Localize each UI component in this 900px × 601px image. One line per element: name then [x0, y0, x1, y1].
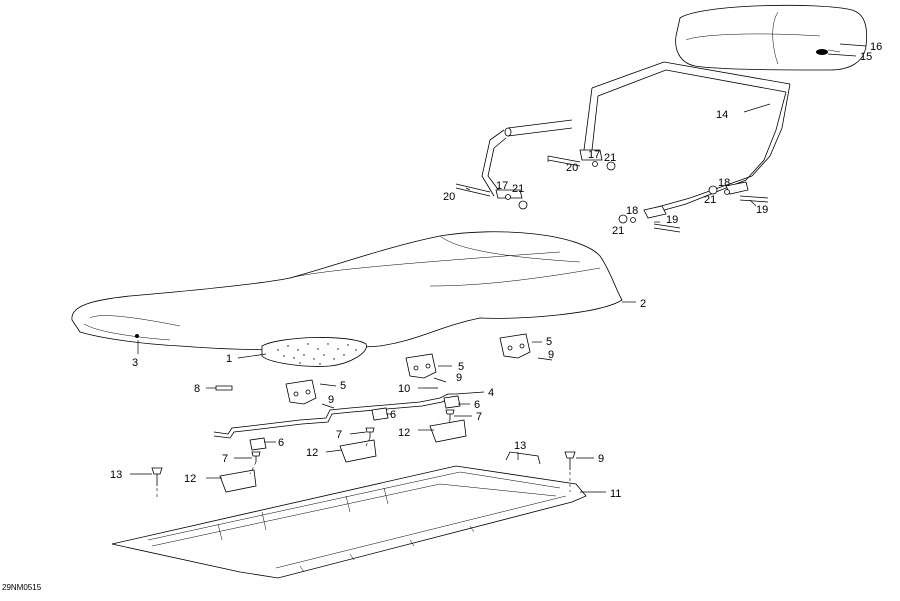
leader-lines: [130, 43, 867, 493]
callout-5c: 5: [340, 380, 346, 392]
callout-13b: 13: [110, 469, 122, 481]
callout-5b: 5: [458, 361, 464, 373]
callout-9a: 9: [548, 349, 554, 361]
hinges: [285, 333, 531, 405]
seat-foam-pad: [261, 337, 367, 367]
callout-21: 21: [604, 152, 616, 164]
backrest-frame: [481, 61, 791, 219]
callout-6a: 6: [474, 399, 480, 411]
callout-21c: 21: [704, 194, 716, 206]
callout-9d: 9: [598, 453, 604, 465]
callout-5a: 5: [546, 336, 552, 348]
callout-12a: 12: [398, 427, 410, 439]
callout-8: 8: [194, 383, 200, 395]
callout-19: 19: [756, 204, 768, 216]
frame-hardware: [455, 155, 769, 233]
callout-16: 16: [870, 41, 882, 53]
callout-21d: 21: [612, 225, 624, 237]
callout-14: 14: [716, 109, 728, 121]
seat: [71, 231, 623, 367]
strap: [505, 451, 541, 465]
callout-7b: 7: [336, 429, 342, 441]
callout-12c: 12: [184, 473, 196, 485]
callout-19b: 19: [666, 214, 678, 226]
callout-labels: 16 15 14 17 21 20 17 21 20 18 21 19 18 1…: [110, 41, 882, 500]
callout-2: 2: [640, 298, 646, 310]
brackets: [219, 419, 467, 493]
callout-17b: 17: [496, 180, 508, 192]
callout-7c: 7: [222, 453, 228, 465]
callout-13a: 13: [514, 440, 526, 452]
callout-4: 4: [488, 387, 494, 399]
callout-1: 1: [226, 353, 232, 365]
alignment-lines: [156, 419, 571, 500]
callout-9c: 9: [328, 394, 334, 406]
callout-11: 11: [610, 488, 621, 500]
screws: [151, 357, 576, 486]
callout-18b: 18: [626, 205, 638, 217]
clips: [249, 395, 461, 451]
backrest-cushion: [675, 4, 868, 71]
callout-3: 3: [132, 357, 138, 369]
latch-rod: [213, 393, 458, 439]
callout-21b: 21: [512, 183, 524, 195]
callout-18: 18: [718, 177, 730, 189]
callout-9b: 9: [456, 372, 462, 384]
storage-tray: [111, 465, 587, 579]
callout-15: 15: [860, 51, 872, 63]
callout-6b: 6: [390, 409, 396, 421]
bushing-15: [816, 49, 828, 55]
callout-17: 17: [588, 149, 600, 161]
callout-6c: 6: [278, 437, 284, 449]
callout-12b: 12: [306, 447, 318, 459]
callout-10: 10: [398, 383, 410, 395]
callout-20b: 20: [443, 191, 455, 203]
callout-20: 20: [566, 162, 578, 174]
callout-7a: 7: [476, 411, 482, 423]
diagram-code: 29NM0515: [2, 583, 42, 592]
